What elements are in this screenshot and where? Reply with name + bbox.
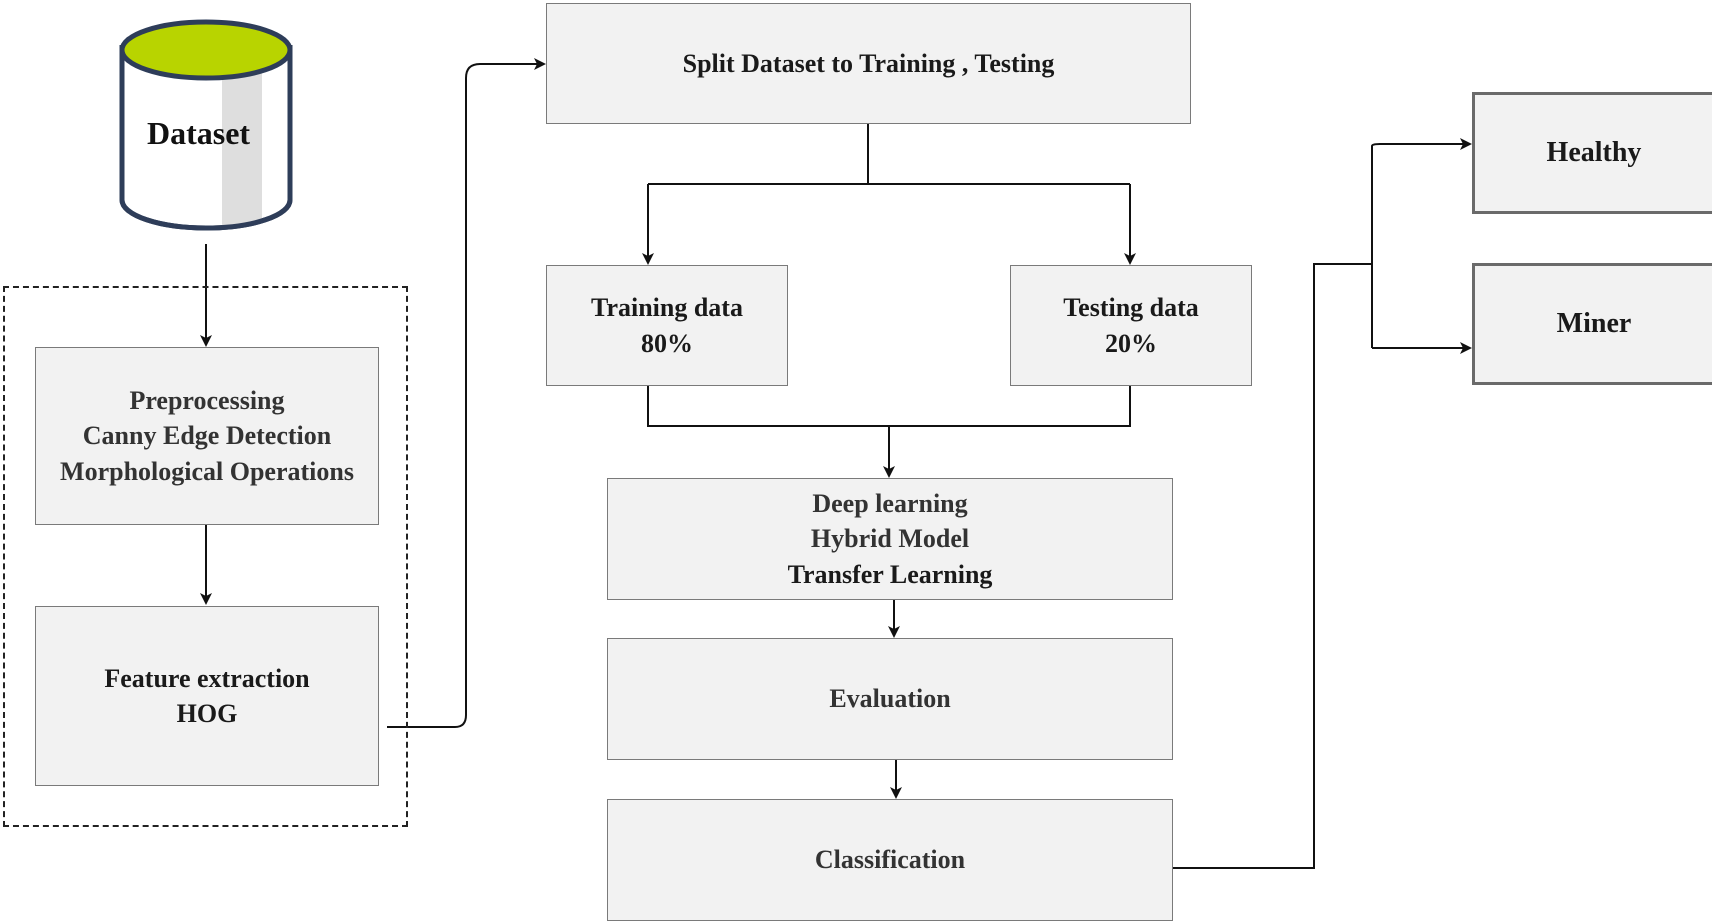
- split-dataset-label: Split Dataset to Training , Testing: [682, 48, 1055, 78]
- feature-extraction-line-2: HOG: [176, 699, 238, 728]
- miner-box: Miner: [1472, 263, 1712, 385]
- arrow-features-to-split: [387, 58, 546, 728]
- feature-pipeline-group: [3, 286, 408, 827]
- evaluation-box: Evaluation: [607, 638, 1173, 760]
- preprocessing-line-2: Canny Edge Detection: [82, 421, 332, 451]
- deep-learning-line-1: Deep learning: [812, 489, 968, 519]
- training-data-line-2: 80%: [641, 328, 693, 358]
- classification-box: Classification: [607, 799, 1173, 921]
- classification-output-line: [1173, 263, 1372, 869]
- preprocessing-box: Preprocessing Canny Edge Detection Morph…: [35, 347, 379, 525]
- deep-learning-line-2: Hybrid Model: [810, 524, 970, 554]
- dataset-label: Dataset: [147, 115, 251, 151]
- preprocessing-line-1: Preprocessing: [129, 386, 285, 416]
- testing-data-box: Testing data 20%: [1010, 265, 1252, 386]
- deep-learning-box: Deep learning Hybrid Model Transfer Lear…: [607, 478, 1173, 600]
- merge-bar: [647, 386, 1131, 427]
- classification-label: Classification: [814, 845, 966, 875]
- evaluation-label: Evaluation: [829, 684, 951, 714]
- preprocessing-line-3: Morphological Operations: [60, 456, 354, 486]
- deep-learning-line-3: Transfer Learning: [787, 559, 993, 589]
- testing-data-line-2: 20%: [1105, 328, 1157, 358]
- database-icon: [119, 19, 293, 231]
- healthy-label: Healthy: [1546, 137, 1642, 169]
- miner-label: Miner: [1556, 308, 1632, 340]
- feature-extraction-line-1: Feature extraction: [104, 663, 310, 693]
- training-data-line-1: Training data: [591, 293, 743, 323]
- feature-extraction-box: Feature extraction HOG: [35, 606, 379, 786]
- split-dataset-box: Split Dataset to Training , Testing: [546, 3, 1191, 124]
- arrow-to-healthy: [1371, 138, 1472, 150]
- training-data-box: Training data 80%: [546, 265, 788, 386]
- healthy-box: Healthy: [1472, 92, 1712, 214]
- testing-data-line-1: Testing data: [1063, 293, 1199, 323]
